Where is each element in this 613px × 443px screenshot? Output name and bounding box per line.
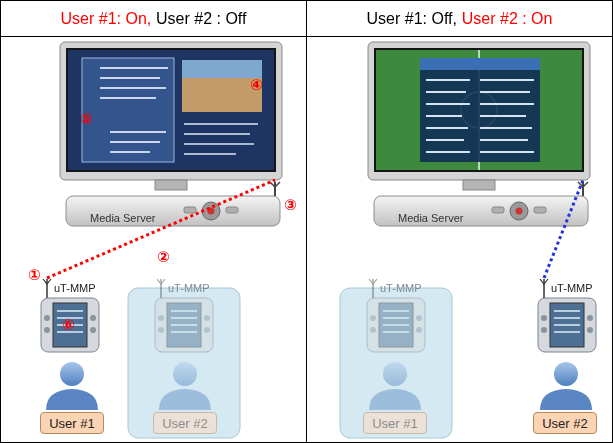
wireless-link xyxy=(544,180,583,278)
ut-mmp-device: uT-MMP xyxy=(362,278,432,356)
callout-number: ④ xyxy=(250,78,263,93)
scenario-panel: User #1: Off, User #2 : On Media Server uT-… xyxy=(306,0,613,443)
node-text: uT-MMP xyxy=(54,282,96,294)
user-label: User #1 xyxy=(40,412,104,434)
ut-mmp-device: uT-MMP xyxy=(36,278,106,356)
node-text: User #2 : On xyxy=(462,10,553,28)
node-text: User #1: Off, xyxy=(367,10,457,28)
node-text: uT-MMP xyxy=(380,282,422,294)
media-server: Media Server xyxy=(60,180,292,244)
node-text: User #2 xyxy=(542,416,588,431)
callout-number: ⑤ xyxy=(80,112,93,127)
user-label: User #2 xyxy=(153,412,217,434)
ut-mmp-device: uT-MMP xyxy=(533,278,603,356)
callout-number: ⑥ xyxy=(62,318,75,333)
panel-header: User #1: Off, User #2 : On xyxy=(307,1,612,37)
node-text: uT-MMP xyxy=(551,282,593,294)
scenario-panel: User #1: On,User #2 : OffMedia Server uT-… xyxy=(0,0,307,443)
node-text: User #2 : Off xyxy=(156,10,246,28)
callout-number: ② xyxy=(157,250,170,265)
node-text: User #1 xyxy=(49,416,95,431)
node-text: Media Server xyxy=(90,212,155,224)
node-text: Media Server xyxy=(398,212,463,224)
media-server: Media Server xyxy=(368,180,600,244)
callout-number: ① xyxy=(28,268,41,283)
node-text: User #1: On, xyxy=(61,10,152,28)
user-label: User #2 xyxy=(533,412,597,434)
ut-mmp-device: uT-MMP xyxy=(150,278,220,356)
wireless-link xyxy=(47,180,275,278)
node-text: User #1 xyxy=(372,416,418,431)
node-text: uT-MMP xyxy=(168,282,210,294)
callout-number: ③ xyxy=(284,198,297,213)
node-text: User #2 xyxy=(162,416,208,431)
panel-header: User #1: On,User #2 : Off xyxy=(1,1,306,37)
user-label: User #1 xyxy=(363,412,427,434)
